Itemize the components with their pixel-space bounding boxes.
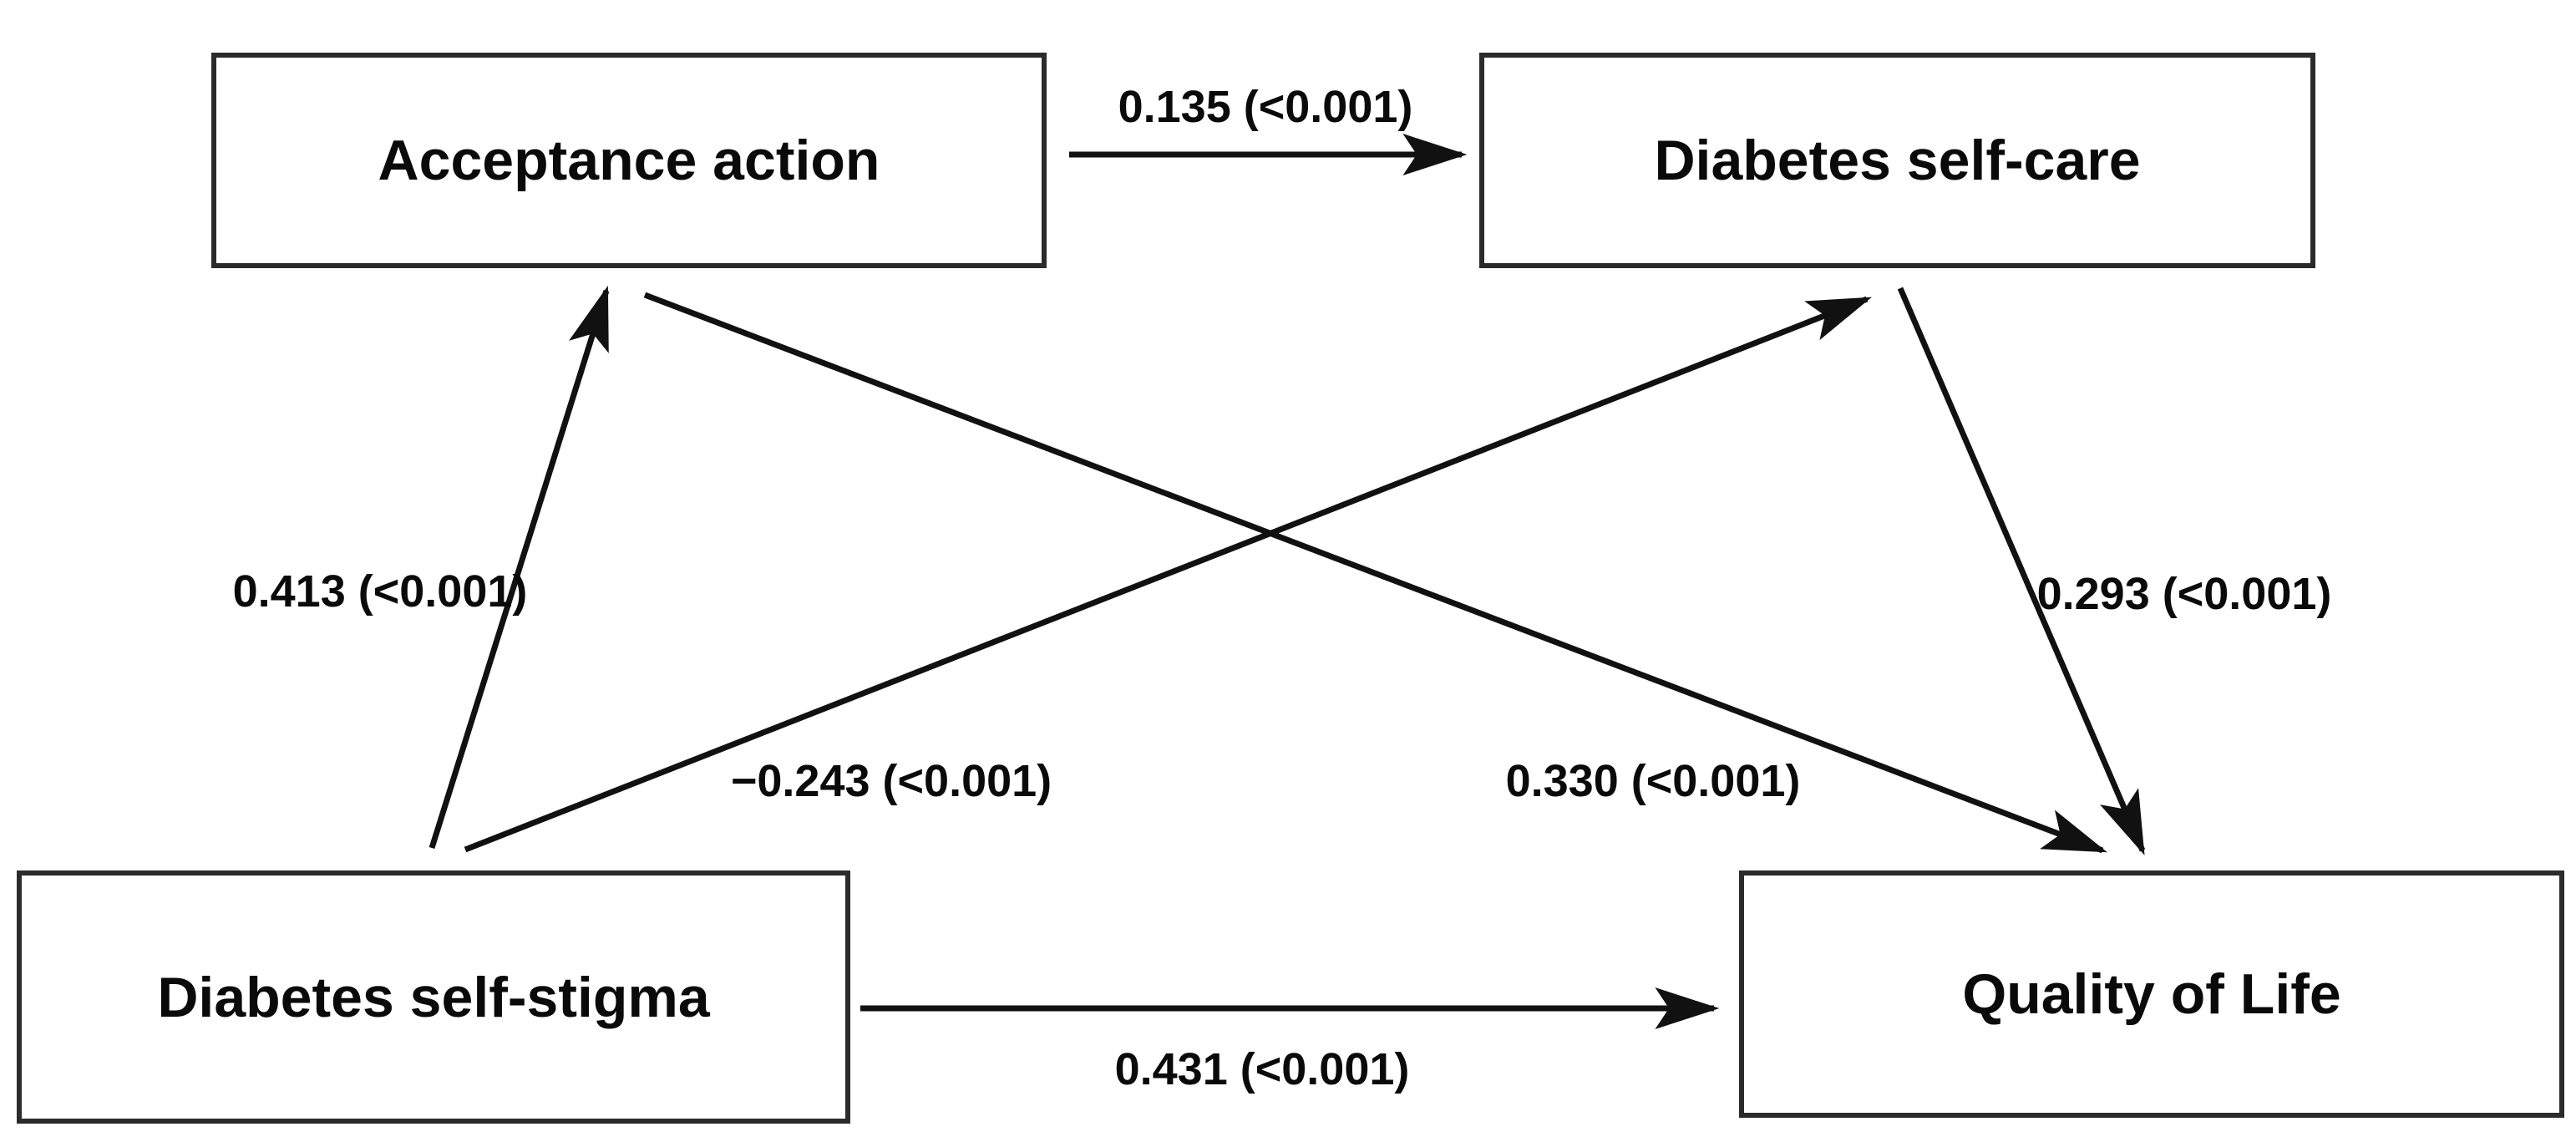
node-quality-of-life-label: Quality of Life bbox=[1962, 962, 2341, 1026]
node-acceptance-action-label: Acceptance action bbox=[378, 129, 880, 192]
edge-selfcare-to-qol bbox=[1897, 287, 2146, 855]
node-diabetes-self-stigma: Diabetes self-stigma bbox=[17, 870, 850, 1124]
node-diabetes-self-care: Diabetes self-care bbox=[1479, 53, 2315, 268]
edge-label-stigma-to-selfcare: −0.243 (<0.001) bbox=[730, 756, 1052, 806]
edge-acceptance-to-qol bbox=[643, 292, 2107, 854]
node-acceptance-action: Acceptance action bbox=[211, 53, 1047, 268]
edge-label-stigma-to-qol: 0.431 (<0.001) bbox=[1114, 1044, 1410, 1094]
edge-stigma-to-selfcare bbox=[464, 296, 1872, 853]
edge-label-selfcare-to-qol: 0.293 (<0.001) bbox=[2036, 569, 2332, 619]
edge-label-acceptance-to-qol: 0.330 (<0.001) bbox=[1505, 756, 1801, 806]
node-diabetes-self-stigma-label: Diabetes self-stigma bbox=[157, 965, 710, 1029]
edge-label-stigma-to-acceptance: 0.413 (<0.001) bbox=[232, 566, 528, 617]
edge-label-acceptance-to-selfcare: 0.135 (<0.001) bbox=[1118, 82, 1413, 132]
node-diabetes-self-care-label: Diabetes self-care bbox=[1654, 129, 2141, 192]
node-quality-of-life: Quality of Life bbox=[1739, 870, 2564, 1118]
edge-stigma-to-acceptance bbox=[428, 285, 610, 850]
